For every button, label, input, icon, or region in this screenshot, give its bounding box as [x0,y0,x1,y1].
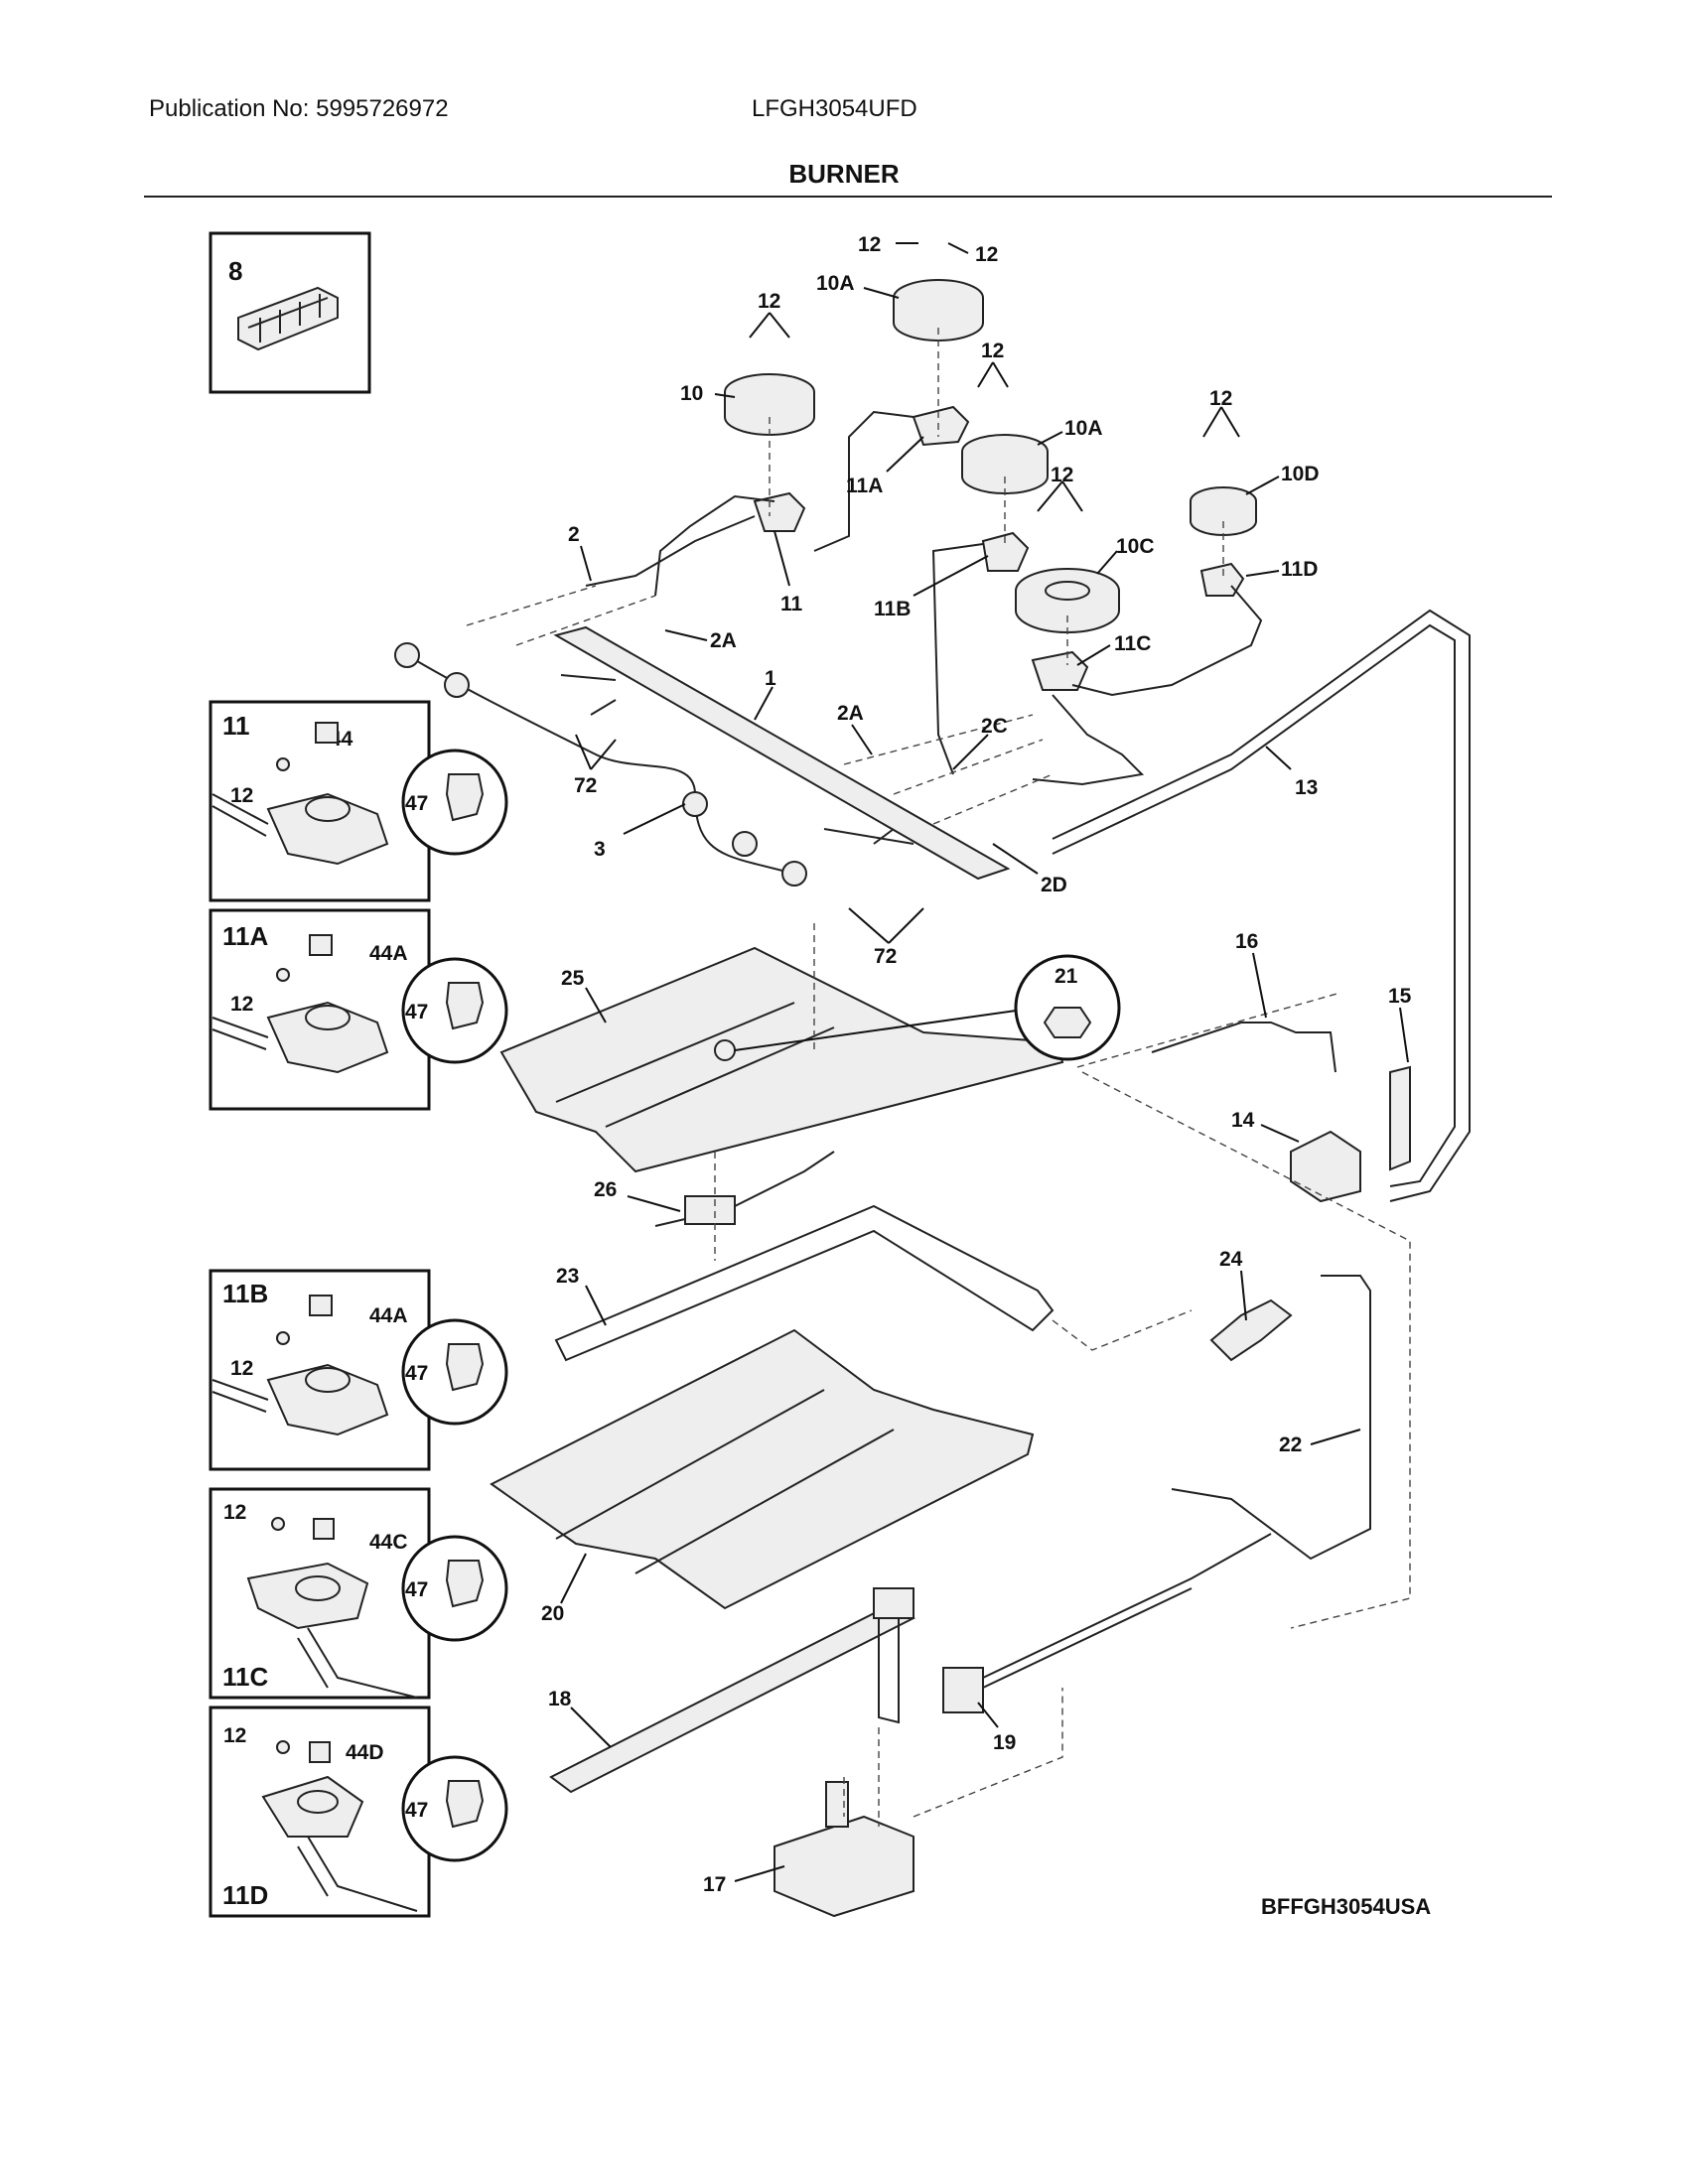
callout-18: 18 [548,1688,572,1710]
callout-13: 13 [1295,776,1318,799]
callout-2: 2 [568,523,580,546]
inset-11-label: 11 [222,711,250,741]
inset-11-cap-circle: 47 [401,749,508,856]
thermostat-valve-17 [774,1688,1063,1918]
inset-11B-cap-circle: 47 [401,1318,508,1426]
inset-11A-cap-circle: 47 [401,957,508,1064]
callout-11B: 11B [874,598,911,620]
broil-burner-18 [549,1587,915,1794]
inset-11C-orifice-label: 44C [369,1531,408,1554]
inset-11D-cap-label: 47 [405,1799,428,1822]
callout-16: 16 [1235,930,1258,953]
inset-11: 11 44 12 [209,700,431,902]
inset-8: 8 [209,231,371,394]
inset-11B-screw-label: 12 [230,1357,253,1380]
callout-72-a: 72 [574,774,597,797]
callout-25: 25 [561,967,585,990]
callout-14: 14 [1231,1109,1255,1132]
callout-19: 19 [993,1731,1016,1754]
callout-11C: 11C [1114,632,1151,655]
callout-2A-a: 2A [710,629,737,652]
spark-module-icon [237,286,339,351]
inset-11A-screw-label: 12 [230,993,253,1016]
header-rule [144,196,1552,198]
igniter-19 [942,1533,1272,1713]
burner-heads [724,279,1257,633]
callout-15: 15 [1388,985,1412,1008]
callout-1: 1 [765,667,776,690]
inset-11B-label: 11B [222,1279,268,1308]
inset-11C-label: 11C [222,1662,268,1692]
inset-11A-label: 11A [222,921,268,951]
inset-11B-cap-label: 47 [405,1362,428,1385]
callout-11A: 11A [846,475,883,497]
page-title: BURNER [788,159,900,189]
callout-12-a: 12 [858,233,881,256]
inset-8-label: 8 [228,256,242,286]
burner-base-icon [211,722,389,866]
model-number: LFGH3054UFD [752,95,917,122]
inset-11B: 11B 44A 12 [209,1269,431,1471]
callout-17: 17 [703,1873,726,1896]
callout-72-b: 72 [874,945,897,968]
inset-11C: 12 44C 11C [209,1487,431,1700]
callout-10A-top: 10A [816,272,855,295]
burner-bases-and-tubes [585,405,1263,786]
inset-11D-screw-label: 12 [223,1724,246,1747]
burner-base-icon [261,1740,418,1912]
inset-11A-orifice-label: 44A [369,942,408,965]
callout-2C: 2C [981,715,1008,738]
callout-11: 11 [780,593,803,615]
callout-21: 21 [1055,965,1078,988]
inset-11-screw-label: 12 [230,784,253,807]
manifold-assembly [394,625,1011,887]
callout-2D: 2D [1041,874,1067,896]
publication-number: Publication No: 5995726972 [149,95,449,122]
guide-lines [466,328,1224,1261]
inset-11D-label: 11D [222,1880,268,1910]
inset-11D: 12 44D 11D [209,1706,431,1918]
oven-burner-23 [554,1204,1193,1362]
callout-12-b: 12 [975,243,998,266]
broil-shield-20 [490,1328,1035,1610]
callout-10A-right: 10A [1064,417,1103,440]
diagram-code: BFFGH3054USA [1261,1894,1431,1919]
callout-12-c: 12 [758,290,780,313]
inset-11D-cap-circle: 47 [401,1755,508,1862]
callout-20: 20 [541,1602,564,1625]
callout-12-e: 12 [1209,387,1232,410]
burner-base-icon [211,934,389,1074]
callout-10D: 10D [1281,463,1320,485]
inset-11C-cap-label: 47 [405,1578,428,1601]
burner-base-icon [211,1295,389,1436]
callout-3: 3 [594,838,606,861]
callout-10: 10 [680,382,703,405]
main-gas-line-13 [1052,609,1471,1202]
callout-26: 26 [594,1178,617,1201]
callout-23: 23 [556,1265,579,1288]
orifice-holder-24 [1171,1275,1371,1561]
callout-11D: 11D [1281,558,1318,581]
inset-11D-orifice-label: 44D [346,1741,384,1764]
callouts: 12 12 10A 12 10 12 10A 11A 12 10D 12 2 1… [541,233,1412,1896]
igniter-26 [654,1151,835,1227]
callout-12-f: 12 [1051,464,1073,486]
callout-2A-b: 2A [837,702,864,725]
callout-10C: 10C [1116,535,1155,558]
inset-11B-orifice-label: 44A [369,1304,408,1327]
regulator-area [1076,992,1411,1629]
inset-11A: 11A 44A 12 [209,908,431,1111]
burner-base-icon [246,1517,418,1699]
callout-22: 22 [1279,1433,1302,1456]
callout-24: 24 [1219,1248,1243,1271]
inset-11A-cap-label: 47 [405,1001,428,1024]
callout-12-d: 12 [981,340,1004,362]
inset-11-cap-label: 47 [405,792,428,815]
heat-shield-25 [499,946,1064,1173]
inset-11C-cap-circle: 47 [401,1535,508,1642]
inset-11C-screw-label: 12 [223,1501,246,1524]
